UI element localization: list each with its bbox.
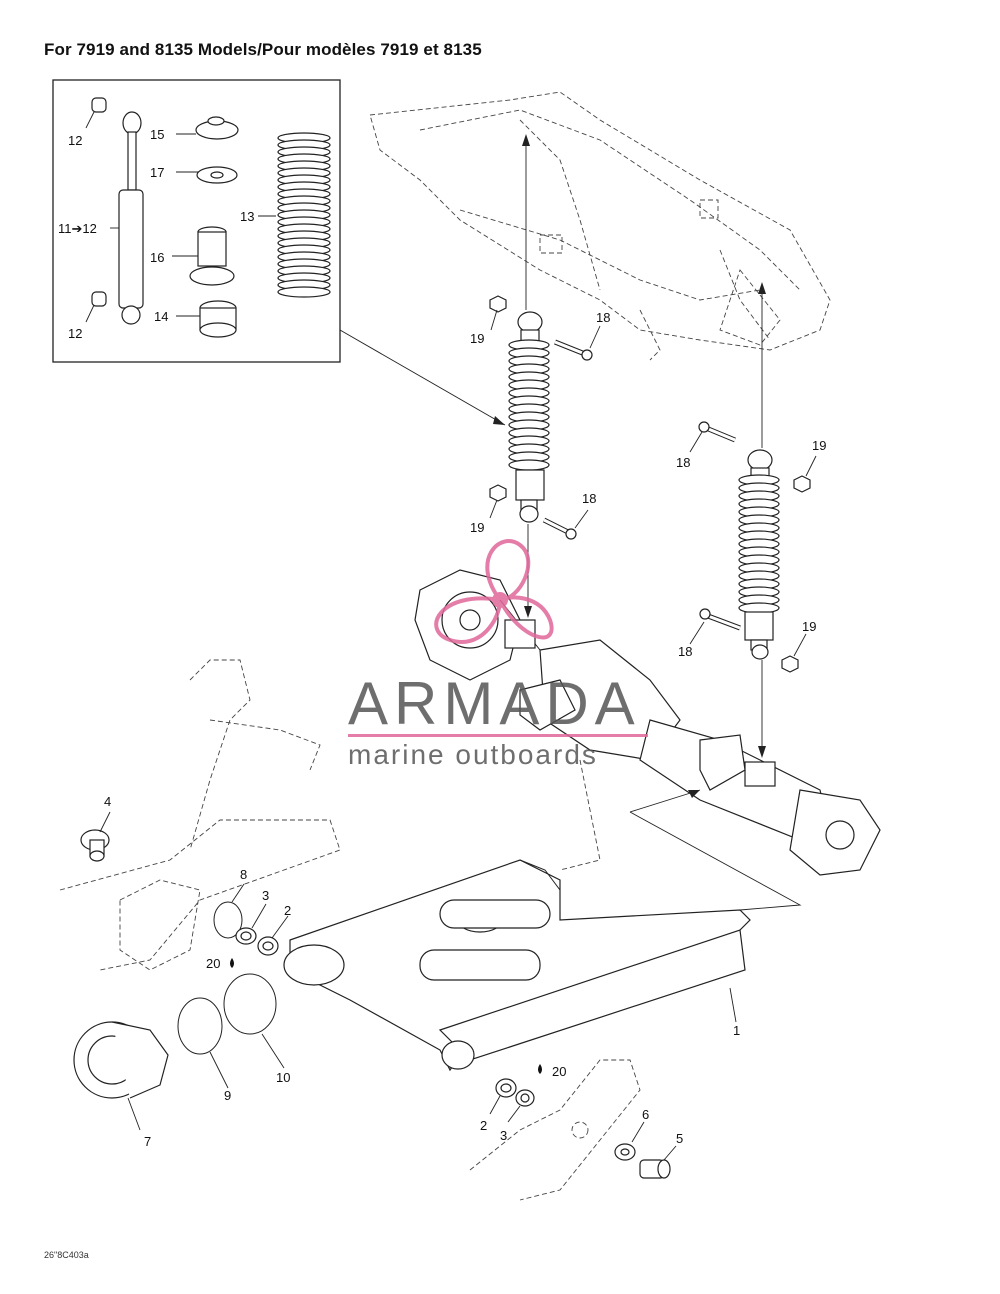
label-14: 14 [154,309,168,324]
watermark-logo-icon [434,539,554,644]
label-12-top: 12 [68,133,82,148]
clamp-8-icon [213,901,243,939]
nut-19-bottom-right-icon [781,655,799,673]
label-19-a: 19 [470,331,484,346]
seal-3-right-icon [515,1089,535,1107]
label-6: 6 [642,1107,649,1122]
bolt-5-icon [639,1159,671,1179]
footer-code: 26"8C403a [44,1250,89,1260]
label-3-right: 3 [500,1128,507,1143]
grease-20-right-icon [538,1064,542,1074]
spring-seat-15-icon [195,116,239,140]
nut-19-top-right-icon [793,475,811,493]
leader-lines [99,309,817,1161]
bolt-18-bottom-left-icon [542,517,577,540]
pivot-bolt-4-icon [80,829,110,862]
label-3-left: 3 [262,888,269,903]
bolt-18-bottom-right-icon [699,608,741,631]
bushing-12-bottom-icon [91,291,107,307]
spring-coil [277,286,331,298]
label-15: 15 [150,127,164,142]
bearing-2-left-icon [257,936,279,956]
coil-spring-13-icon [277,132,331,298]
bushing-12-top-icon [91,97,107,113]
label-20-right: 20 [552,1064,566,1079]
label-18-b: 18 [582,491,596,506]
watermark-tagline: marine outboards [348,739,598,770]
seal-3-left-icon [235,927,257,945]
watermark: ARMADA marine outboards [348,539,648,770]
shock-left-icon [508,134,550,618]
label-19-b: 19 [470,520,484,535]
lower-frame [59,659,802,1201]
inset-box [52,79,506,426]
upper-frame [369,91,831,361]
label-18-a: 18 [596,310,610,325]
part-labels: 12 12 11➔12 15 17 13 16 14 19 18 19 18 1… [58,127,826,1149]
label-12-bottom: 12 [68,326,82,341]
label-11: 11➔12 [58,221,97,236]
nut-19-top-left-icon [489,295,507,313]
shock-absorber-icon [118,111,144,325]
label-8: 8 [240,867,247,882]
shock-right-icon [738,282,780,758]
grease-20-left-icon [230,958,234,968]
label-18-c: 18 [676,455,690,470]
washer-6-icon [614,1143,636,1161]
label-18-d: 18 [678,644,692,659]
clamp-10-icon [223,973,277,1035]
label-7: 7 [144,1134,151,1149]
spring-coil [508,459,550,471]
label-19-c: 19 [812,438,826,453]
label-19-d: 19 [802,619,816,634]
label-4: 4 [104,794,111,809]
label-5: 5 [676,1131,683,1146]
diagram-title: For 7919 and 8135 Models/Pour modèles 79… [44,40,482,59]
clamp-9-icon [177,997,223,1055]
bearing-2-right-icon [495,1078,517,1098]
label-17: 17 [150,165,164,180]
label-13: 13 [240,209,254,224]
label-2-right: 2 [480,1118,487,1133]
boot-7-icon [73,1021,169,1099]
watermark-brand: ARMADA [348,670,641,737]
watermark-underline [348,734,648,737]
swing-arm-1-icon [283,859,751,1072]
nut-19-bottom-left-icon [489,484,507,502]
label-1: 1 [733,1023,740,1038]
bolt-18-top-right-icon [698,421,736,443]
bolt-18-top-left-icon [554,339,593,361]
label-9: 9 [224,1088,231,1103]
retainer-clip-17-icon [196,166,238,184]
sleeve-16-icon [189,226,235,286]
label-10: 10 [276,1070,290,1085]
label-20-left: 20 [206,956,220,971]
label-16: 16 [150,250,164,265]
adjuster-ring-14-icon [199,300,237,338]
inset-arrow [339,329,506,426]
label-2-left: 2 [284,903,291,918]
